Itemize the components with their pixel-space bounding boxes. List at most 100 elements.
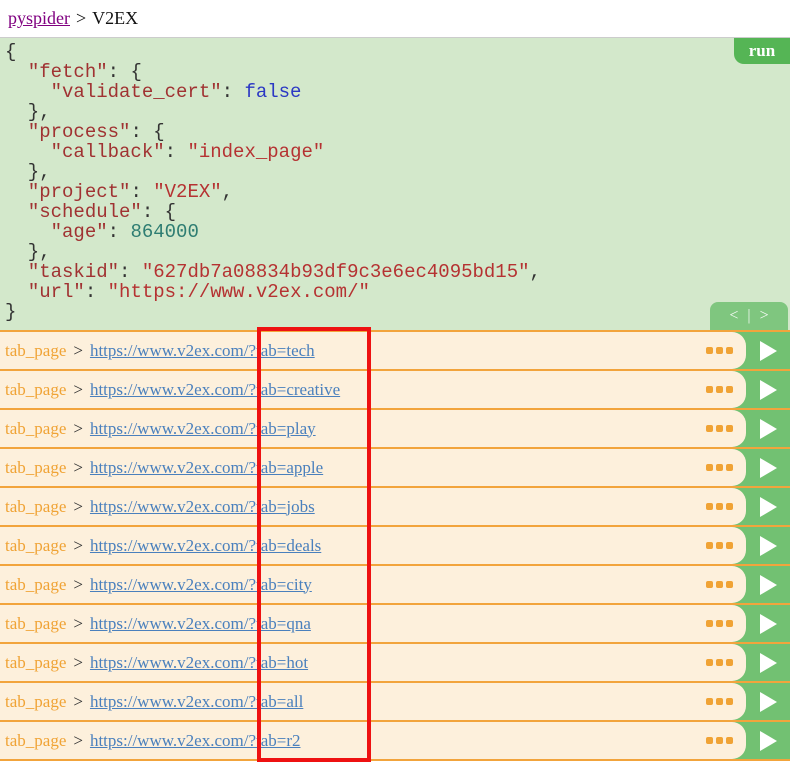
task-detail-button[interactable]: [706, 347, 733, 354]
task-callback-label: tab_page: [5, 613, 67, 633]
task-callback-label: tab_page: [5, 691, 67, 711]
task-callback-label: tab_page: [5, 730, 67, 750]
task-detail-button[interactable]: [706, 464, 733, 471]
breadcrumb-project-link[interactable]: pyspider: [8, 8, 70, 28]
task-detail-button[interactable]: [706, 581, 733, 588]
play-icon: [759, 691, 777, 712]
ellipsis-icon: [706, 737, 733, 744]
ellipsis-icon: [706, 581, 733, 588]
prev-page-button[interactable]: <: [729, 307, 739, 324]
task-detail-button[interactable]: [706, 425, 733, 432]
task-separator: >: [73, 652, 83, 672]
task-callback-label: tab_page: [5, 574, 67, 594]
task-row: tab_page > https://www.v2ex.com/?tab=qna: [0, 603, 790, 642]
task-row: tab_page > https://www.v2ex.com/?tab=job…: [0, 486, 790, 525]
task-separator: >: [73, 574, 83, 594]
run-button[interactable]: run: [734, 38, 790, 64]
task-url-link[interactable]: https://www.v2ex.com/?tab=creative: [89, 379, 341, 399]
task-url-link[interactable]: https://www.v2ex.com/?tab=tech: [89, 340, 315, 360]
task-separator: >: [73, 340, 83, 360]
task-detail-button[interactable]: [706, 737, 733, 744]
next-page-button[interactable]: >: [759, 307, 769, 324]
task-separator: >: [73, 613, 83, 633]
task-row: tab_page > https://www.v2ex.com/?tab=all: [0, 681, 790, 720]
task-url-link[interactable]: https://www.v2ex.com/?tab=deals: [89, 535, 322, 555]
ellipsis-icon: [706, 542, 733, 549]
task-url-link[interactable]: https://www.v2ex.com/?tab=hot: [89, 652, 309, 672]
follows-pagination: < | >: [710, 302, 788, 330]
task-row: tab_page > https://www.v2ex.com/?tab=cit…: [0, 564, 790, 603]
task-run-button[interactable]: [746, 566, 790, 603]
task-run-button[interactable]: [746, 683, 790, 720]
task-url-link[interactable]: https://www.v2ex.com/?tab=city: [89, 574, 312, 594]
task-card: tab_page > https://www.v2ex.com/?tab=r2: [0, 722, 746, 759]
task-callback-label: tab_page: [5, 418, 67, 438]
task-card: tab_page > https://www.v2ex.com/?tab=tec…: [0, 332, 746, 369]
task-run-button[interactable]: [746, 449, 790, 486]
task-run-button[interactable]: [746, 371, 790, 408]
task-url-link[interactable]: https://www.v2ex.com/?tab=play: [89, 418, 316, 438]
task-run-button[interactable]: [746, 410, 790, 447]
task-row: tab_page > https://www.v2ex.com/?tab=r2: [0, 720, 790, 761]
task-card: tab_page > https://www.v2ex.com/?tab=qna: [0, 605, 746, 642]
ellipsis-icon: [706, 503, 733, 510]
task-run-button[interactable]: [746, 527, 790, 564]
task-callback-label: tab_page: [5, 652, 67, 672]
task-row: tab_page > https://www.v2ex.com/?tab=pla…: [0, 408, 790, 447]
task-url-link[interactable]: https://www.v2ex.com/?tab=apple: [89, 457, 324, 477]
task-detail-button[interactable]: [706, 542, 733, 549]
task-run-button[interactable]: [746, 488, 790, 525]
pagination-separator-icon: |: [747, 307, 751, 324]
task-detail-button[interactable]: [706, 620, 733, 627]
task-run-button[interactable]: [746, 644, 790, 681]
task-row: tab_page > https://www.v2ex.com/?tab=hot: [0, 642, 790, 681]
breadcrumb: pyspider > V2EX: [0, 0, 790, 38]
breadcrumb-separator: >: [76, 8, 87, 28]
task-row: tab_page > https://www.v2ex.com/?tab=app…: [0, 447, 790, 486]
task-card: tab_page > https://www.v2ex.com/?tab=hot: [0, 644, 746, 681]
play-icon: [759, 535, 777, 556]
task-card: tab_page > https://www.v2ex.com/?tab=dea…: [0, 527, 746, 564]
task-card: tab_page > https://www.v2ex.com/?tab=app…: [0, 449, 746, 486]
ellipsis-icon: [706, 659, 733, 666]
page-title: V2EX: [92, 8, 139, 28]
task-detail-button[interactable]: [706, 386, 733, 393]
task-detail-button[interactable]: [706, 698, 733, 705]
task-callback-label: tab_page: [5, 457, 67, 477]
task-separator: >: [73, 457, 83, 477]
task-row: tab_page > https://www.v2ex.com/?tab=tec…: [0, 330, 790, 369]
task-url-link[interactable]: https://www.v2ex.com/?tab=all: [89, 691, 304, 711]
task-run-button[interactable]: [746, 332, 790, 369]
task-card: tab_page > https://www.v2ex.com/?tab=cit…: [0, 566, 746, 603]
play-icon: [759, 457, 777, 478]
play-icon: [759, 379, 777, 400]
task-run-button[interactable]: [746, 722, 790, 759]
task-url-link[interactable]: https://www.v2ex.com/?tab=r2: [89, 730, 301, 750]
task-detail-button[interactable]: [706, 659, 733, 666]
ellipsis-icon: [706, 698, 733, 705]
task-card: tab_page > https://www.v2ex.com/?tab=pla…: [0, 410, 746, 447]
task-callback-label: tab_page: [5, 340, 67, 360]
play-icon: [759, 730, 777, 751]
task-separator: >: [73, 691, 83, 711]
task-card: tab_page > https://www.v2ex.com/?tab=all: [0, 683, 746, 720]
task-run-button[interactable]: [746, 605, 790, 642]
task-callback-label: tab_page: [5, 379, 67, 399]
ellipsis-icon: [706, 386, 733, 393]
ellipsis-icon: [706, 347, 733, 354]
task-separator: >: [73, 379, 83, 399]
task-row: tab_page > https://www.v2ex.com/?tab=dea…: [0, 525, 790, 564]
play-icon: [759, 496, 777, 517]
play-icon: [759, 652, 777, 673]
task-detail-button[interactable]: [706, 503, 733, 510]
play-icon: [759, 574, 777, 595]
ellipsis-icon: [706, 464, 733, 471]
play-icon: [759, 613, 777, 634]
task-separator: >: [73, 496, 83, 516]
task-row: tab_page > https://www.v2ex.com/?tab=cre…: [0, 369, 790, 408]
follows-list: tab_page > https://www.v2ex.com/?tab=tec…: [0, 330, 790, 761]
task-url-link[interactable]: https://www.v2ex.com/?tab=qna: [89, 613, 311, 633]
task-json-code: { "fetch": { "validate_cert": false }, "…: [5, 41, 541, 323]
task-url-link[interactable]: https://www.v2ex.com/?tab=jobs: [89, 496, 315, 516]
